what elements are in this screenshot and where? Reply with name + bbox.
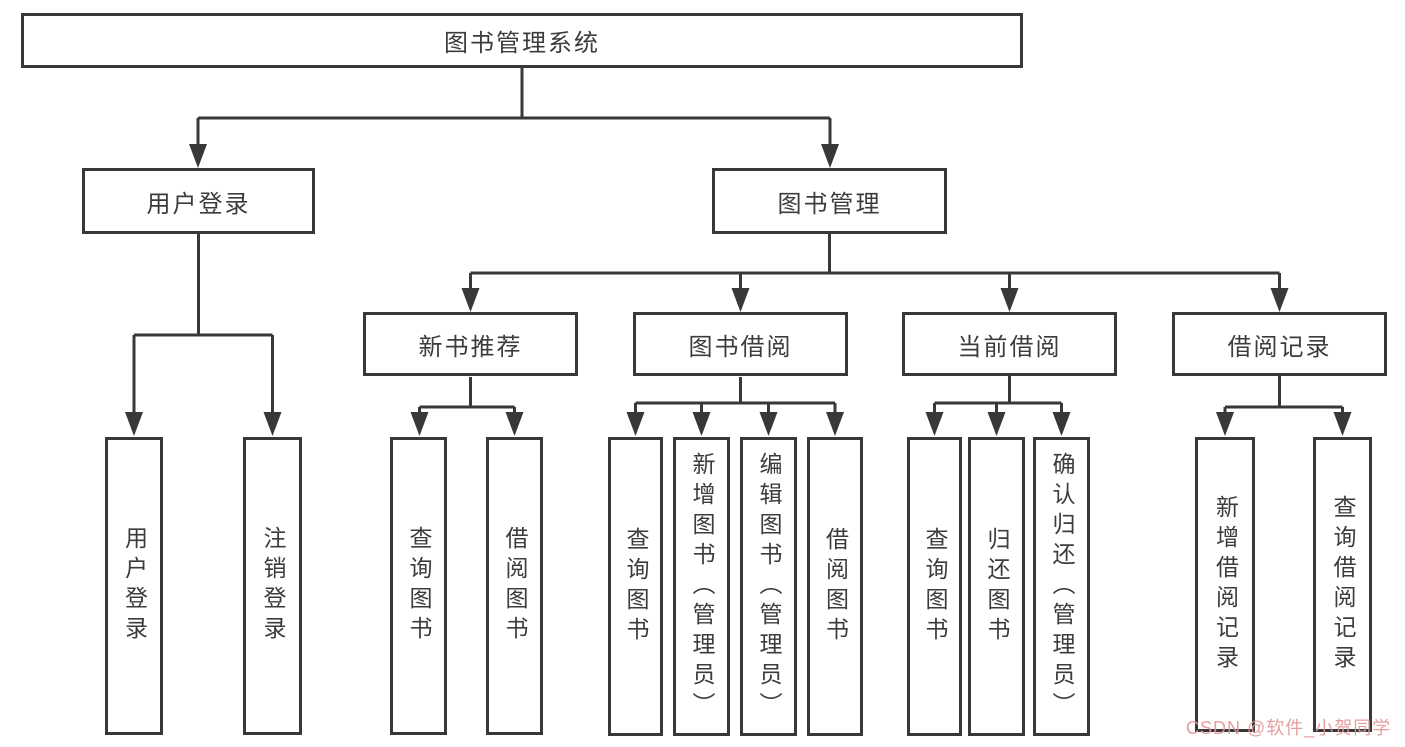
arrowhead [826, 412, 844, 436]
node-bb-borrow-books: 借阅图书 [807, 437, 863, 736]
node-br-add-record: 新增借阅记录 [1195, 437, 1255, 732]
node-bb-query-books: 查询图书 [608, 437, 663, 736]
node-user-login: 用户登录 [82, 168, 315, 234]
arrowhead [759, 412, 778, 436]
node-bb-add-books-label: 新增图书（管理员） [689, 451, 715, 722]
arrowhead [1333, 412, 1352, 436]
connector-book-mgmt [469, 233, 1281, 291]
arrowhead [1216, 412, 1234, 436]
connector-borrow-records [1223, 376, 1344, 414]
arrowhead [410, 412, 429, 436]
connector-new-book [418, 377, 516, 414]
node-user-login-label: 用户登录 [146, 190, 251, 218]
node-system-root: 图书管理系统 [21, 13, 1023, 68]
node-cb-return-books-label: 归还图书 [984, 526, 1010, 647]
arrowhead [626, 412, 645, 436]
node-borrow-records-label: 借阅记录 [1227, 333, 1332, 361]
node-bb-query-books-label: 查询图书 [623, 526, 649, 647]
arrowhead [987, 412, 1006, 436]
arrowhead [1000, 288, 1019, 312]
node-current-borrow-label: 当前借阅 [957, 333, 1062, 361]
arrowhead [125, 412, 143, 436]
connector-book-borrow [634, 377, 837, 414]
arrowhead [1270, 288, 1289, 312]
node-borrow-records: 借阅记录 [1172, 312, 1387, 376]
arrowhead [263, 412, 282, 436]
node-cb-query-books: 查询图书 [907, 437, 962, 736]
node-new-book-rec-label: 新书推荐 [418, 333, 523, 361]
arrowhead [189, 144, 207, 168]
node-user-login-leaf-label: 用户登录 [121, 526, 148, 646]
node-nbr-query-books-label: 查询图书 [406, 526, 432, 646]
connector-current-borrow [933, 376, 1063, 414]
watermark: CSDN @软件_小贺同学 [1186, 718, 1392, 738]
node-book-borrow-label: 图书借阅 [688, 333, 793, 361]
node-current-borrow: 当前借阅 [902, 312, 1117, 376]
node-user-login-leaf: 用户登录 [105, 437, 163, 735]
node-new-book-rec: 新书推荐 [363, 312, 578, 376]
node-logout-leaf: 注销登录 [243, 437, 302, 735]
arrowhead [461, 288, 480, 312]
node-bb-edit-books-label: 编辑图书（管理员） [756, 451, 782, 722]
node-book-mgmt: 图书管理 [712, 168, 947, 234]
node-cb-return-books: 归还图书 [968, 437, 1025, 736]
node-nbr-borrow-books: 借阅图书 [486, 437, 543, 735]
node-br-query-record-label: 查询借阅记录 [1330, 494, 1356, 675]
node-nbr-query-books: 查询图书 [390, 437, 447, 735]
node-nbr-borrow-books-label: 借阅图书 [502, 526, 528, 646]
arrowhead [731, 288, 750, 312]
arrowhead [505, 412, 524, 436]
node-bb-edit-books: 编辑图书（管理员） [740, 437, 797, 736]
connector-user-login [132, 234, 274, 414]
node-cb-query-books-label: 查询图书 [922, 526, 948, 647]
node-br-query-record: 查询借阅记录 [1313, 437, 1372, 732]
node-cb-confirm-return: 确认归还（管理员） [1033, 437, 1090, 736]
node-book-mgmt-label: 图书管理 [777, 190, 882, 218]
arrowhead [821, 144, 839, 168]
arrowhead [1052, 412, 1071, 436]
connector-root [196, 68, 832, 146]
node-br-add-record-label: 新增借阅记录 [1212, 494, 1239, 675]
node-book-borrow: 图书借阅 [633, 312, 848, 376]
arrowhead [692, 412, 711, 436]
node-system-root-label: 图书管理系统 [444, 30, 600, 57]
node-bb-borrow-books-label: 借阅图书 [822, 526, 849, 647]
node-logout-leaf-label: 注销登录 [260, 526, 286, 646]
node-bb-add-books: 新增图书（管理员） [673, 437, 730, 736]
node-cb-confirm-return-label: 确认归还（管理员） [1049, 451, 1075, 722]
arrowhead [925, 412, 944, 436]
